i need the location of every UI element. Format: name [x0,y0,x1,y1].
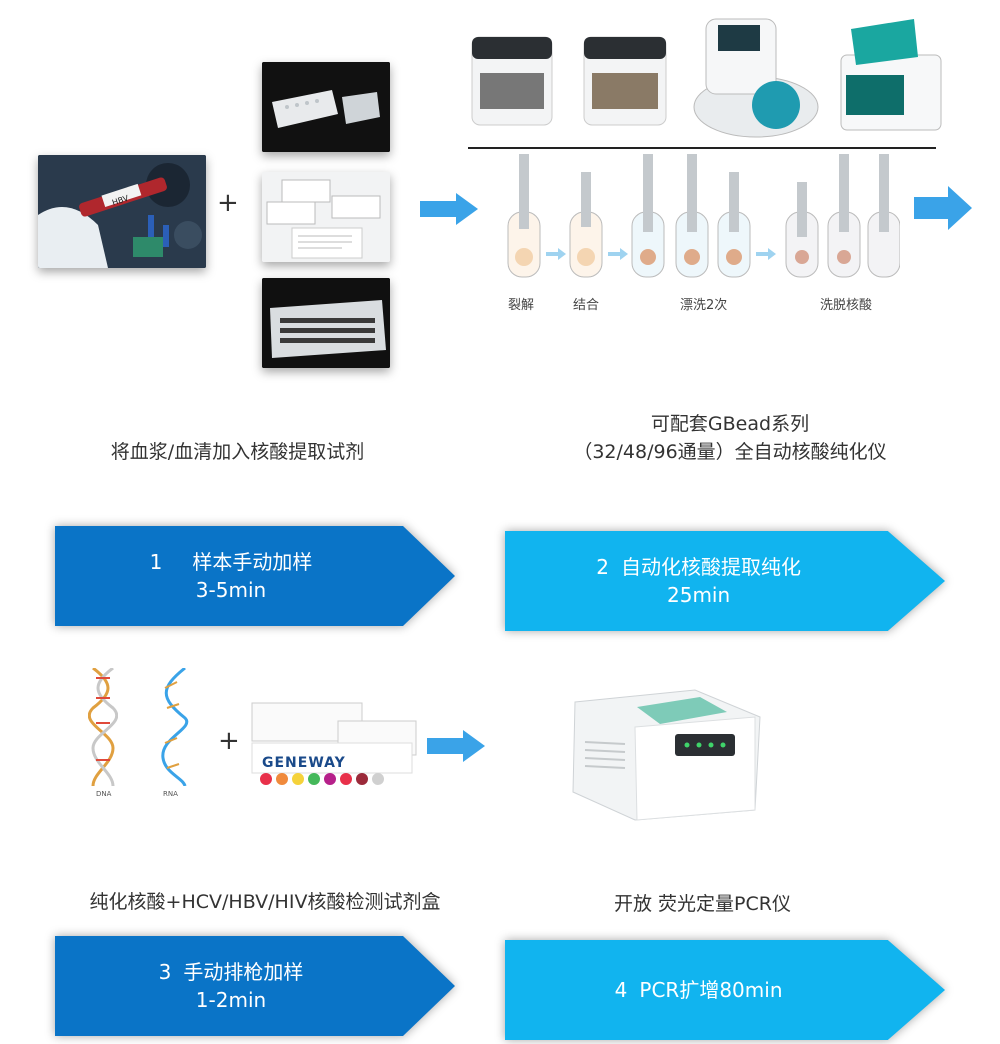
arrow-right-icon [420,193,478,225]
step-3-banner: 3 手动排枪加样 1-2min [55,936,455,1036]
stage-label-binding: 结合 [573,298,600,313]
plus-sign-2: + [218,726,240,756]
caption-instrument-line2: （32/48/96通量）全自动核酸纯化仪 [573,441,887,463]
stage-label-wash: 漂洗2次 [680,298,728,313]
blood-sample-photo: HBV [38,155,206,268]
step-3-number: 3 [158,960,172,984]
extraction-plate-photo [262,62,390,152]
step-2-number: 2 [596,555,609,579]
plus-sign-1: + [217,188,239,218]
step-1-number: 1 [149,550,163,574]
rna-label: RNA [163,790,178,798]
step-4-banner: 4 PCR扩增80min [505,940,945,1040]
deep-well-plate-photo [262,278,390,368]
dna-label: DNA [96,790,112,798]
step-1-title: 样本手动加样 [192,550,313,574]
caption-reagent-kit: 纯化核酸+HCV/HBV/HIV核酸检测试剂盒 [89,891,441,913]
step-2-title: 自动化核酸提取纯化 [620,555,801,579]
dna-helix-icon [88,668,118,786]
step-1-time: 3-5min [195,578,267,602]
step-3-title: 手动排枪加样 [183,960,304,984]
brand-logo: GENEWAY [262,755,346,771]
caption-sample-loading: 将血浆/血清加入核酸提取试剂 [110,441,365,463]
test-kit-image [251,702,417,785]
pcr-instrument-image [572,689,761,821]
rna-helix-icon [161,668,189,786]
reagent-kit-photo [262,172,390,262]
extraction-stages-diagram [507,154,900,278]
arrow-right-icon [427,730,485,762]
step-2-time: 25min [667,583,731,607]
step-2-banner: 2 自动化核酸提取纯化 25min [505,531,945,631]
step-4-title: PCR扩增80min [639,978,783,1002]
step-1-banner: 1 样本手动加样 3-5min [55,526,455,626]
step-3-time: 1-2min [195,988,267,1012]
arrow-right-icon [914,186,972,230]
extraction-instruments-image [468,18,942,149]
stage-label-elution: 洗脱核酸 [820,298,873,313]
stage-label-lysis: 裂解 [508,298,535,313]
caption-pcr-instrument: 开放 荧光定量PCR仪 [614,893,791,915]
step-4-number: 4 [614,978,628,1002]
caption-instrument-line1: 可配套GBead系列 [650,413,810,435]
